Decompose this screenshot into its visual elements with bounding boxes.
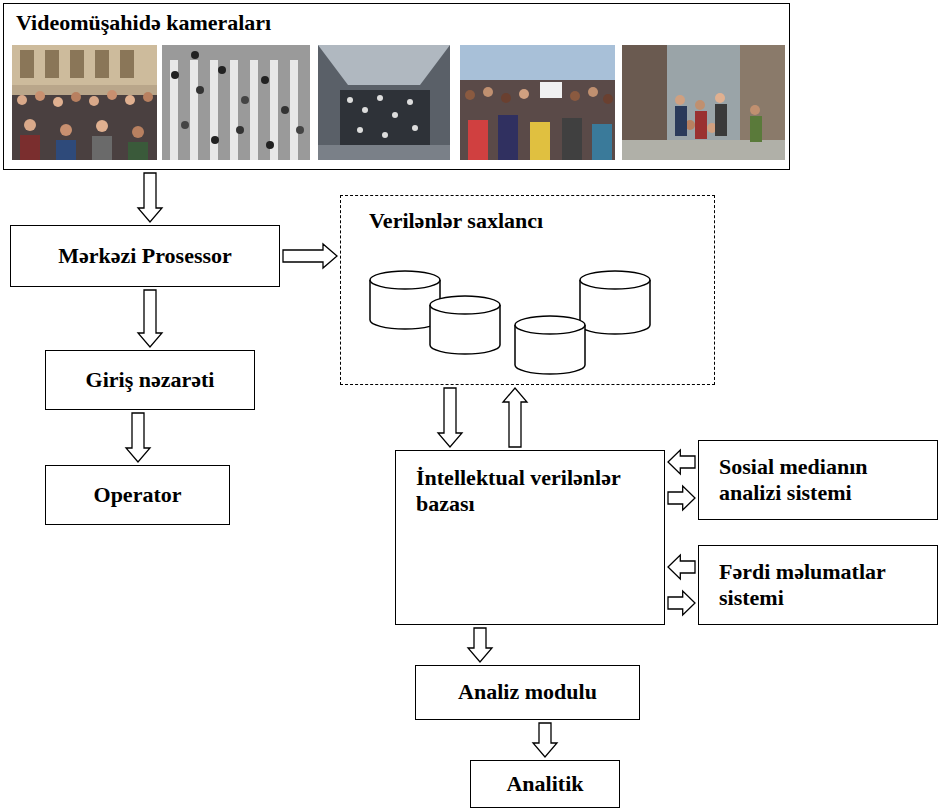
crowd-photo (162, 45, 310, 160)
database-box: İntellektual verilənlər bazası (395, 450, 665, 625)
hollow-arrow (468, 628, 492, 662)
crowd-photo (622, 45, 785, 160)
hollow-arrow (533, 723, 557, 757)
module-box: Analiz modulu (415, 665, 640, 720)
crowd-photo (460, 45, 615, 160)
system-box: Fərdi məlumatlar sistemi (698, 545, 938, 625)
box-label: Analitik (506, 771, 583, 797)
hollow-arrow (668, 591, 695, 615)
camera-panel: Videomüşahidə kameraları (3, 3, 790, 170)
crowd-photo (318, 45, 450, 160)
process-box: Giriş nəzarəti (45, 350, 255, 410)
hollow-arrow (503, 388, 527, 447)
box-label: Fərdi məlumatlar sistemi (719, 559, 917, 612)
storage-region: Verilənlər saxlancı (340, 195, 715, 385)
box-label: Analiz modulu (458, 679, 597, 705)
hollow-arrow (668, 486, 695, 510)
crowd-photo (12, 45, 157, 160)
hollow-arrow (126, 413, 150, 462)
box-label: Verilənlər saxlancı (369, 208, 543, 234)
hollow-arrow (283, 244, 337, 268)
box-label: Videomüşahidə kameraları (16, 10, 271, 36)
database-cylinders (370, 271, 650, 374)
hollow-arrow (138, 173, 162, 222)
role-box: Operator (45, 465, 230, 525)
hollow-arrow (668, 555, 695, 579)
box-label: İntellektual verilənlər bazası (416, 465, 631, 518)
role-box: Analitik (470, 760, 620, 808)
box-label: Sosial medianın analizi sistemi (719, 454, 917, 507)
box-label: Mərkəzi Prosessor (58, 243, 232, 269)
hollow-arrow (438, 388, 462, 447)
process-box: Mərkəzi Prosessor (10, 225, 280, 287)
box-label: Giriş nəzarəti (86, 367, 215, 393)
system-box: Sosial medianın analizi sistemi (698, 440, 938, 520)
box-label: Operator (94, 482, 182, 508)
hollow-arrow (668, 450, 695, 474)
hollow-arrow (138, 290, 162, 347)
